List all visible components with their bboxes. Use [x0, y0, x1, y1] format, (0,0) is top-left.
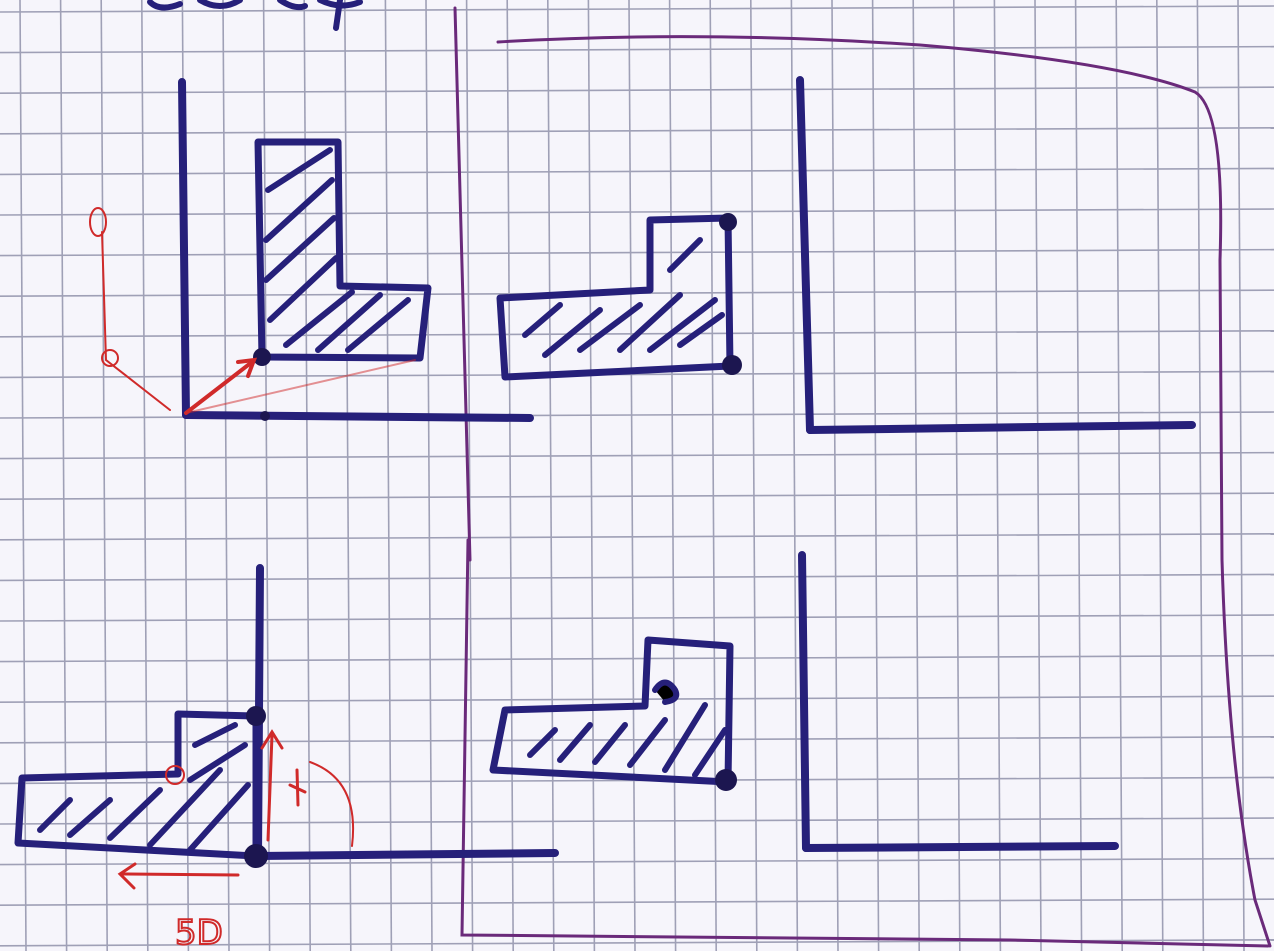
grid-line-horizontal: [0, 168, 1274, 174]
grid-line-vertical: [345, 0, 351, 951]
grid-line-vertical: [1197, 0, 1203, 951]
grid-line-horizontal: [0, 615, 1274, 621]
panel-top-middle: [500, 80, 1192, 430]
corner-point: [260, 411, 270, 421]
pivot-point: [253, 348, 271, 366]
grid-line-horizontal: [0, 818, 1274, 824]
panel-bottom-left: 5D: [18, 568, 555, 951]
corner-point-top: [246, 706, 266, 726]
grid-line-vertical: [426, 0, 432, 951]
grid-line-vertical: [832, 0, 838, 951]
grid-line-horizontal: [0, 453, 1274, 459]
grid-line-horizontal: [0, 209, 1274, 215]
pivot-point: [715, 769, 737, 791]
grid-line-vertical: [954, 0, 960, 951]
purple-frame: [455, 8, 1270, 946]
grid-line-horizontal: [0, 87, 1274, 93]
grid-line-vertical: [548, 0, 554, 951]
grid-line-vertical: [791, 0, 797, 951]
panel-bottom-middle: [493, 555, 1115, 848]
wall-vertical: [182, 82, 186, 415]
grid-line-vertical: [588, 0, 594, 951]
grid-line-horizontal: [0, 493, 1274, 499]
grid-line-horizontal: [0, 696, 1274, 702]
grid-line-horizontal: [0, 128, 1274, 134]
grid-line-horizontal: [0, 737, 1274, 743]
grid-line-horizontal: [0, 6, 1274, 12]
grid-line-vertical: [1035, 0, 1041, 951]
wall-horizontal: [186, 415, 530, 418]
grid-line-vertical: [629, 0, 635, 951]
wall-horizontal: [806, 846, 1115, 848]
grid-line-vertical: [1076, 0, 1082, 951]
hatching: [530, 683, 725, 776]
grid-line-horizontal: [0, 534, 1274, 540]
grid-line-horizontal: [0, 574, 1274, 580]
grid-line-vertical: [1116, 0, 1122, 951]
bottom-label: 5D: [175, 913, 223, 951]
grid-line-vertical: [994, 0, 1000, 951]
top-handwriting-fragment: [150, 0, 360, 28]
pivot-point: [244, 844, 268, 868]
wall-horizontal: [810, 425, 1192, 430]
grid-line-vertical: [1157, 0, 1163, 951]
grid-line-vertical: [710, 0, 716, 951]
hatching: [40, 725, 248, 850]
grid-line-horizontal: [0, 250, 1274, 256]
wall-horizontal: [258, 853, 555, 856]
grid-line-vertical: [873, 0, 879, 951]
grid-line-horizontal: [0, 47, 1274, 53]
grid-line-horizontal: [0, 859, 1274, 865]
grid-line-vertical: [507, 0, 513, 951]
grid-line-vertical: [913, 0, 919, 951]
wall-vertical: [800, 80, 810, 430]
grid-line-vertical: [670, 0, 676, 951]
pivot-point: [722, 355, 742, 375]
l-shape-piece: [493, 640, 730, 782]
grid-line-horizontal: [0, 656, 1274, 662]
grid-line-vertical: [385, 0, 391, 951]
wall-vertical: [802, 555, 806, 848]
corner-point-top: [719, 213, 737, 231]
grid-line-vertical: [751, 0, 757, 951]
grid-line-horizontal: [0, 899, 1274, 905]
